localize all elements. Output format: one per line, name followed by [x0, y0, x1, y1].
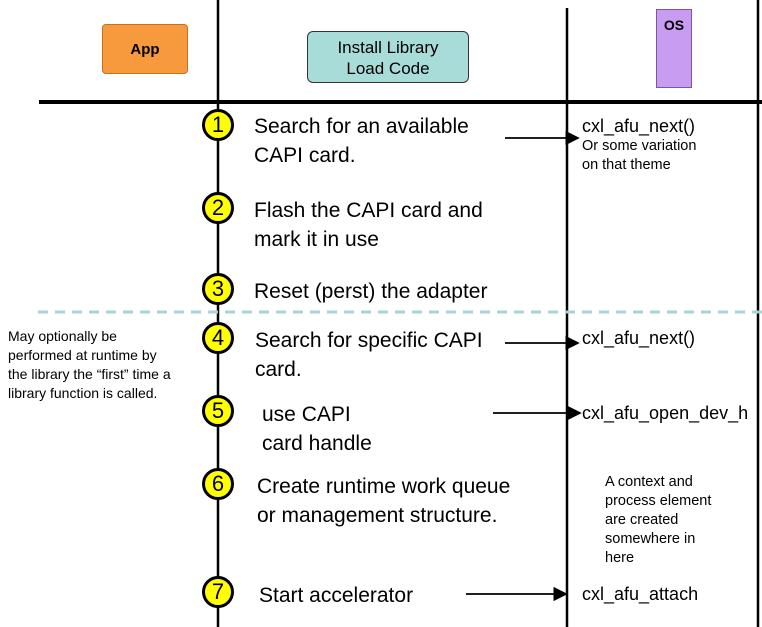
step-4-text: Search for specific CAPI card.	[255, 329, 483, 381]
step-1-text: Search for an available CAPI card.	[254, 115, 469, 167]
step-3-circle: 3	[202, 273, 234, 305]
step-number: 6	[211, 471, 225, 496]
app-label: App	[130, 40, 160, 58]
os-label: OS	[663, 17, 685, 33]
app-header-box: App	[102, 24, 188, 74]
step-3-text: Reset (perst) the adapter	[254, 280, 488, 303]
step-7-text: Start accelerator	[259, 584, 414, 607]
context-note: A context and process element are create…	[605, 474, 712, 566]
step-number: 4	[211, 325, 225, 350]
os-call-step1: cxl_afu_next()	[582, 116, 696, 136]
os-call-step7: cxl_afu_attach	[582, 584, 699, 604]
library-header-box: Install Library Load Code	[307, 31, 469, 83]
step-1-circle: 1	[202, 109, 234, 141]
step-5-circle: 5	[202, 395, 234, 427]
step-number: 1	[211, 112, 225, 137]
step-5-text: use CAPI card handle	[262, 403, 372, 455]
os-call-step5: cxl_afu_open_dev_h	[582, 403, 749, 423]
step-number: 7	[211, 579, 225, 604]
step-2-text: Flash the CAPI card and mark it in use	[254, 199, 483, 251]
os-call-step4: cxl_afu_next()	[582, 328, 696, 348]
library-label: Install Library Load Code	[337, 38, 439, 78]
os-call-step1-note: Or some variation on that theme	[582, 138, 697, 173]
step-number: 2	[211, 195, 225, 220]
step-7-circle: 7	[202, 576, 234, 608]
step-2-circle: 2	[202, 192, 234, 224]
step-number: 3	[211, 276, 225, 301]
os-header-box: OS	[656, 9, 692, 88]
step-4-circle: 4	[202, 322, 234, 354]
runtime-note: May optionally be performed at runtime b…	[8, 328, 171, 401]
step-6-text: Create runtime work queue or management …	[257, 475, 511, 527]
step-6-circle: 6	[202, 468, 234, 500]
step-number: 5	[211, 398, 225, 423]
